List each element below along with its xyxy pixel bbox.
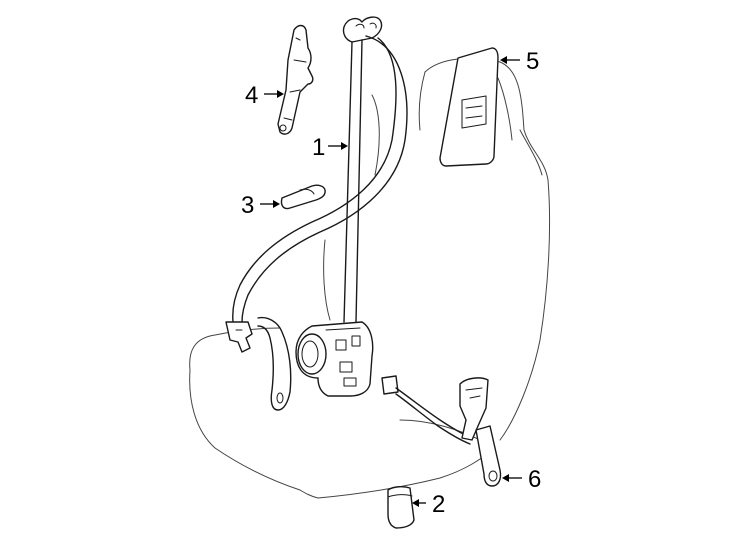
part-5-trim-cover [439,47,499,167]
callout-arrow-2 [412,499,426,507]
callout-label-3: 3 [241,192,254,219]
callout-arrow-1 [328,142,348,150]
part-3-clip [280,184,326,210]
part-2-cover [387,485,415,529]
callout-label-4: 4 [245,82,258,109]
callout-arrow-3 [260,200,280,208]
part-4-height-adjuster [277,24,314,135]
callout-label-1: 1 [312,134,325,161]
callout-label-5: 5 [526,48,539,75]
callout-arrow-6 [502,474,522,482]
callout-arrow-5 [500,56,520,64]
part-1-seat-belt-assembly [225,16,408,411]
callout-arrow-4 [264,90,284,98]
callout-label-6: 6 [528,466,541,493]
part-6-buckle-assembly [381,375,502,487]
callout-label-2: 2 [432,491,445,518]
